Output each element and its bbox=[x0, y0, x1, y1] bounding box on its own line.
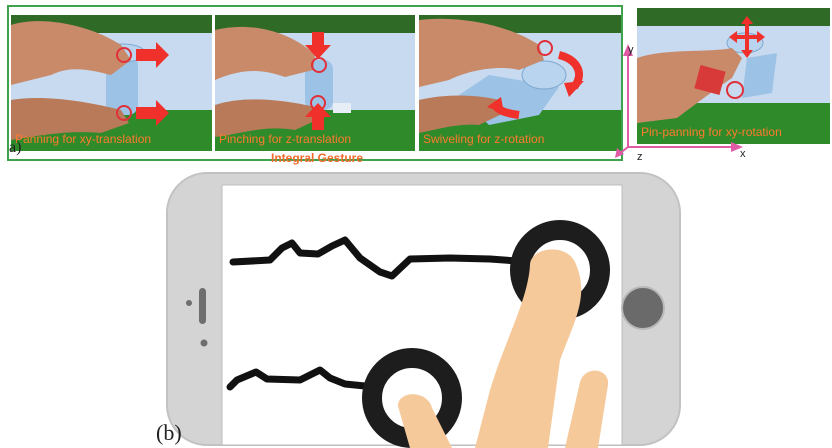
panel-swiveling: Swiveling for z-rotation bbox=[419, 15, 621, 151]
sensor-icon bbox=[201, 340, 208, 347]
axis-z-label: z bbox=[637, 151, 643, 163]
figure-a-label: a) bbox=[9, 139, 21, 157]
axes-diagram bbox=[615, 40, 765, 165]
integral-gesture-frame: Panning for xy-translation Pinching for … bbox=[7, 5, 623, 161]
panel-pinching: Pinching for z-translation bbox=[215, 15, 415, 151]
caption-panning: Panning for xy-translation bbox=[15, 132, 151, 146]
caption-swiveling: Swiveling for z-rotation bbox=[423, 132, 544, 146]
panning-scene bbox=[11, 15, 212, 151]
camera-icon bbox=[186, 300, 192, 306]
home-button-icon bbox=[622, 287, 664, 329]
pinching-scene bbox=[215, 15, 415, 151]
figure-b-label: (b) bbox=[156, 420, 182, 446]
axis-x-label: x bbox=[740, 148, 746, 160]
caption-pinching: Pinching for z-translation bbox=[219, 132, 351, 146]
panel-panning: Panning for xy-translation bbox=[11, 15, 212, 151]
swiveling-scene bbox=[419, 15, 621, 151]
phone-illustration bbox=[0, 170, 832, 448]
integral-gesture-label: Integral Gesture bbox=[9, 151, 625, 165]
axis-y-label: y bbox=[628, 44, 634, 56]
speaker-icon bbox=[199, 288, 206, 324]
